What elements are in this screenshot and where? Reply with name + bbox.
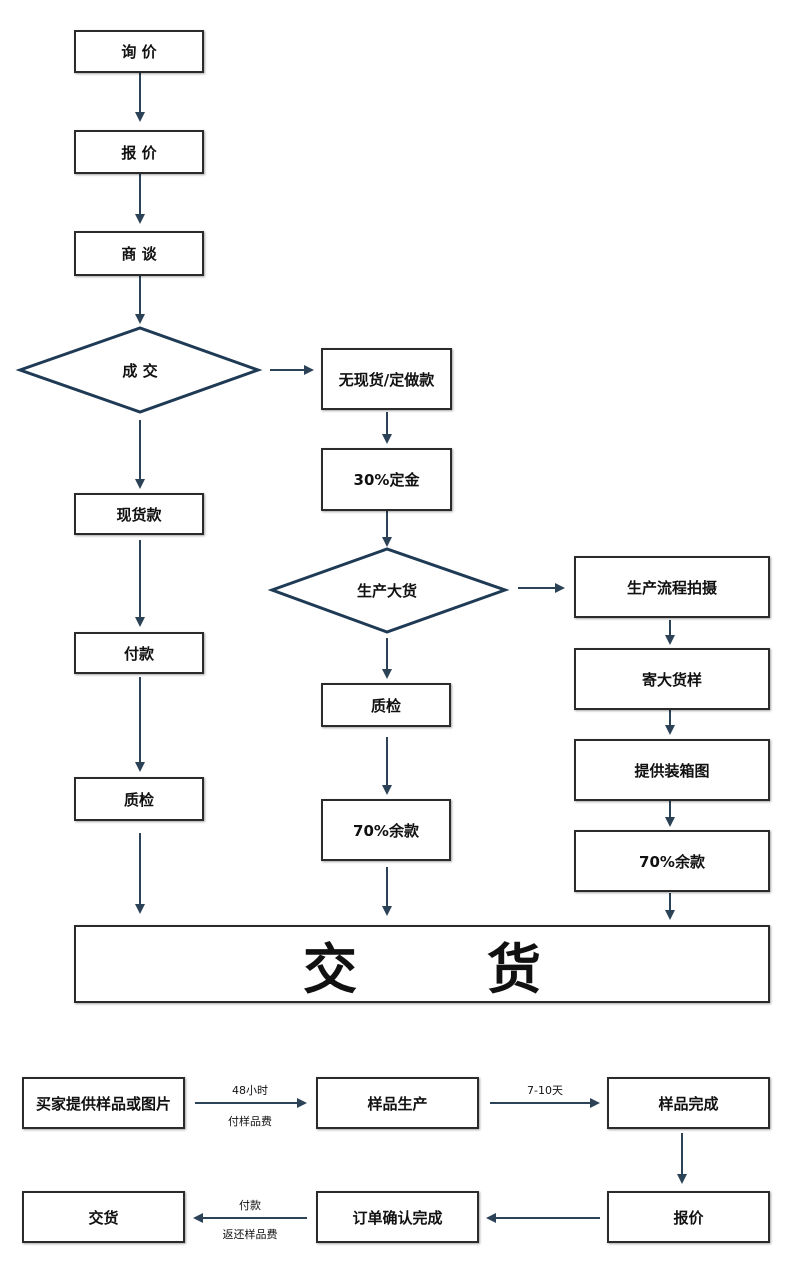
qc-mid-box: 质检: [321, 683, 451, 727]
buyer-provide-label: 买家提供样品或图片: [35, 1094, 171, 1113]
packing-chart-box: 提供装箱图: [574, 739, 770, 801]
balance-mid-box: 70%余款: [321, 799, 451, 861]
sample-production-box: 样品生产: [316, 1077, 479, 1129]
mass-production-diamond: [267, 547, 510, 634]
delivery-char-2: 货: [487, 937, 541, 1001]
no-stock-label: 无现货/定做款: [338, 370, 435, 389]
photo-process-label: 生产流程拍摄: [626, 578, 717, 597]
label-7-10: 7-10天: [527, 1084, 563, 1097]
qc-left-box: 质检: [74, 777, 204, 821]
quote-label: 报 价: [121, 143, 157, 162]
order-confirm-label: 订单确认完成: [352, 1208, 443, 1227]
balance-right-box: 70%余款: [574, 830, 770, 892]
delivery-box: 交 货: [74, 925, 770, 1003]
sample-done-box: 样品完成: [607, 1077, 770, 1129]
stock-payment-label: 现货款: [116, 505, 162, 524]
qc-left-label: 质检: [123, 790, 154, 809]
deal-label: 成 交: [122, 361, 158, 380]
label-48h: 48小时: [232, 1084, 268, 1097]
quote-box: 报 价: [74, 130, 204, 174]
balance-right-label: 70%余款: [639, 852, 705, 871]
photo-process-box: 生产流程拍摄: [574, 556, 770, 618]
deposit-box: 30%定金: [321, 448, 452, 511]
buyer-provide-box: 买家提供样品或图片: [22, 1077, 185, 1129]
stock-payment-box: 现货款: [74, 493, 204, 535]
pay-box: 付款: [74, 632, 204, 674]
deal-diamond: [15, 326, 263, 414]
delivery-char-1: 交: [303, 937, 357, 1001]
negotiate-label: 商 谈: [121, 245, 157, 263]
inquiry-label: 询 价: [121, 43, 157, 61]
sample-quote-box: 报价: [607, 1191, 770, 1243]
label-refund: 返还样品费: [222, 1228, 278, 1241]
negotiate-box: 商 谈: [74, 231, 204, 276]
qc-mid-label: 质检: [370, 696, 401, 715]
packing-chart-label: 提供装箱图: [634, 761, 710, 780]
sample-quote-label: 报价: [673, 1208, 704, 1227]
label-pay-fee: 付样品费: [228, 1115, 272, 1128]
balance-mid-label: 70%余款: [353, 821, 419, 840]
pay-label: 付款: [123, 644, 154, 663]
send-sample-box: 寄大货样: [574, 648, 770, 710]
mass-production-label: 生产大货: [356, 581, 417, 600]
send-sample-label: 寄大货样: [641, 670, 702, 689]
sample-done-label: 样品完成: [658, 1094, 719, 1113]
label-pay: 付款: [239, 1199, 261, 1212]
no-stock-box: 无现货/定做款: [321, 348, 452, 410]
sample-delivery-box: 交货: [22, 1191, 185, 1243]
inquiry-box: 询 价: [74, 30, 204, 73]
sample-delivery-label: 交货: [88, 1208, 119, 1227]
deposit-label: 30%定金: [353, 471, 420, 489]
order-confirm-box: 订单确认完成: [316, 1191, 479, 1243]
sample-production-label: 样品生产: [367, 1094, 428, 1113]
